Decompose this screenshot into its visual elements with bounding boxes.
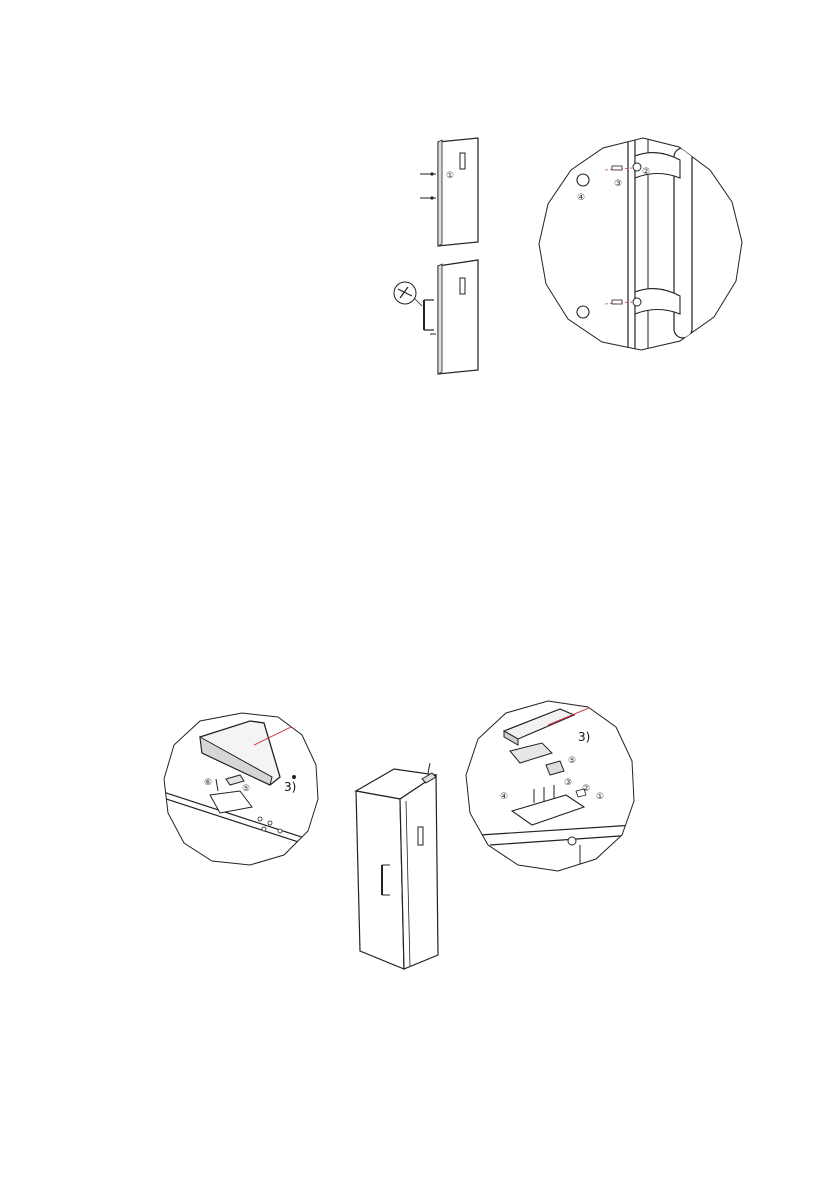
door-with-handle-icon [394,260,478,374]
right-label-1: ① [596,792,604,802]
left-zoom-circle: ⑥ ⑤ 3) [160,709,328,865]
left-label-a: ⑥ [204,778,212,788]
door-panel-icon [420,138,478,246]
bracket-label: ② [642,167,650,177]
right-label-5: ⑤ [568,756,576,766]
right-label-3: ③ [564,778,572,788]
hinge-cover-figure: ⑥ ⑤ 3) [160,695,640,980]
door-top-label: ① [446,171,454,181]
right-zoom-circle: 3) ① ② ③ ④ ⑤ [466,695,634,875]
right-step: 3) [578,730,590,744]
door-handle-diagram: ① [380,120,760,380]
left-label-b: ⑤ [242,784,250,794]
left-step: 3) [284,780,296,794]
hinge-zoom-circle: ④ ③ ② [539,130,742,360]
handle-icon [424,300,434,330]
right-label-2: ② [582,784,590,794]
right-label-4: ④ [500,792,508,802]
fridge-icon [356,763,438,969]
cap-label: ④ [577,193,585,203]
door-handle-figure: ① [380,120,760,380]
hinge-cover-diagram: ⑥ ⑤ 3) [160,695,640,980]
screw-label: ③ [614,179,622,189]
